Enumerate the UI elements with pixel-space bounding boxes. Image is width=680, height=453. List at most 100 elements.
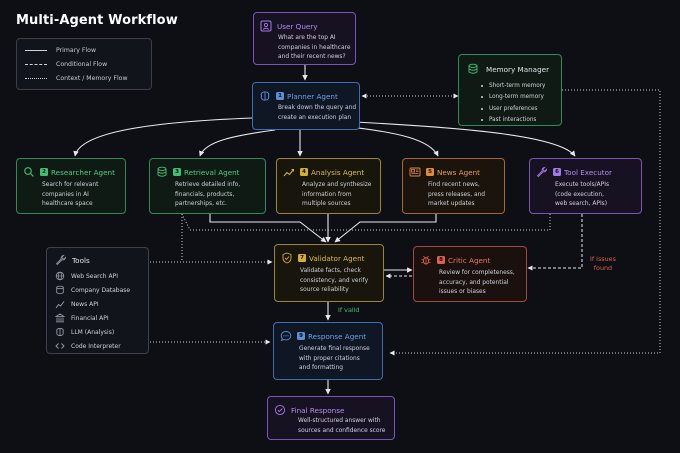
memory-item: Past interactions [481, 115, 545, 127]
step-badge: 5 [426, 168, 434, 176]
solid-line-swatch [25, 49, 47, 51]
step-badge: 4 [300, 168, 308, 176]
desc-line: consistency, and verify [300, 277, 369, 284]
validator-title: Validator Agent [309, 253, 365, 263]
if-valid-label: If valid [338, 306, 360, 314]
node-head: Final Response [274, 404, 344, 416]
node-response-agent[interactable]: 9 Response Agent Generate final response… [273, 322, 383, 380]
if-issues-line: found [593, 264, 613, 272]
node-head: Tools [55, 254, 90, 266]
node-head: 7 Validator Agent [281, 252, 364, 264]
node-validator-agent[interactable]: 7 Validator Agent Validate facts, check … [274, 244, 384, 302]
step-badge: 8 [437, 256, 445, 264]
node-news-agent[interactable]: 5 News Agent Find recent news, press rel… [402, 158, 505, 214]
tool-item-web-search[interactable]: Web Search API [55, 269, 130, 283]
desc-line: Search for relevant [42, 182, 99, 188]
dashed-line-swatch [25, 63, 47, 65]
final-desc: Well-structured answer with sources and … [298, 417, 394, 436]
node-final-response[interactable]: Final Response Well-structured answer wi… [267, 396, 395, 440]
edge-tool-context [181, 213, 551, 231]
desc-line: Break down the query and [278, 105, 357, 111]
researcher-title: Researcher Agent [51, 167, 115, 177]
desc-line: multiple sources [302, 201, 351, 208]
wrench-icon [55, 254, 67, 266]
critic-desc: Review for completeness, accuracy, and p… [439, 269, 526, 298]
database-icon [55, 285, 65, 295]
node-head: 8 Critic Agent [420, 254, 490, 266]
node-user-query[interactable]: User Query What are the top AI companies… [253, 12, 356, 65]
edge-planner-researcher [73, 117, 253, 157]
node-memory-manager[interactable]: Memory Manager Short-term memory Long-te… [458, 54, 562, 126]
researcher-desc: Search for relevant companies in AI heal… [42, 181, 125, 210]
legend-conditional: Conditional Flow [25, 59, 107, 69]
tool-label: News API [71, 300, 99, 308]
legend-primary: Primary Flow [25, 45, 96, 55]
chart-icon [55, 299, 65, 309]
news-title: News Agent [437, 167, 480, 177]
node-retrieval-agent[interactable]: 3 Retrieval Agent Retrieve detailed info… [149, 158, 266, 214]
desc-line: information from [302, 191, 352, 198]
chat-bubble-icon [280, 330, 292, 342]
tool-item-financial-api[interactable]: Financial API [55, 311, 130, 325]
tool-item-code-interpreter[interactable]: Code Interpreter [55, 339, 130, 353]
desc-line: and their recent news? [278, 54, 346, 61]
retrieval-title: Retrieval Agent [184, 167, 240, 177]
planner-title: Planner Agent [287, 91, 338, 101]
node-head: 3 Retrieval Agent [156, 166, 240, 178]
desc-line: and formatting [299, 365, 344, 372]
node-head: 4 Analysis Agent [283, 166, 364, 178]
desc-line: sources and confidence score [298, 427, 386, 434]
memory-item: Short-term memory [481, 80, 545, 92]
node-analysis-agent[interactable]: 4 Analysis Agent Analyze and synthesize … [276, 158, 381, 214]
node-head: 1 Planner Agent [259, 90, 338, 102]
node-head: 6 Tool Executor [536, 166, 612, 178]
analysis-desc: Analyze and synthesize information from … [302, 181, 380, 210]
node-head: 9 Response Agent [280, 330, 366, 342]
tool-item-llm[interactable]: LLM (Analysis) [55, 325, 130, 339]
edge-planner-retrieval [199, 129, 276, 157]
tool-label: Web Search API [71, 272, 119, 280]
retrieval-desc: Retrieve detailed info, financials, prod… [175, 181, 265, 210]
node-head: 2 Researcher Agent [23, 166, 115, 178]
wrench-icon [536, 166, 548, 178]
step-badge: 2 [40, 168, 48, 176]
node-head: Memory Manager [467, 63, 549, 75]
desc-line: Well-structured answer with [298, 418, 381, 424]
node-planner-agent[interactable]: 1 Planner Agent Break down the query and… [252, 82, 360, 130]
code-icon [55, 341, 65, 351]
legend-context: Context / Memory Flow [25, 73, 128, 83]
analysis-title: Analysis Agent [311, 167, 365, 177]
tool-item-company-db[interactable]: Company Database [55, 283, 130, 297]
if-issues-label: If issues found [590, 255, 616, 273]
dotted-line-swatch [25, 77, 47, 79]
step-badge: 7 [298, 254, 306, 262]
bug-icon [420, 254, 432, 266]
desc-line: Review for completeness, [439, 270, 515, 276]
legend-conditional-label: Conditional Flow [56, 60, 108, 68]
desc-line: web search, APIs) [555, 201, 608, 208]
tool-label: LLM (Analysis) [71, 328, 115, 336]
edge-retrieval-validator [209, 214, 327, 243]
trend-chart-icon [283, 166, 295, 178]
user-query-desc: What are the top AI companies in healthc… [278, 34, 355, 63]
tool-item-news-api[interactable]: News API [55, 297, 130, 311]
node-critic-agent[interactable]: 8 Critic Agent Review for completeness, … [413, 246, 527, 302]
shield-icon [281, 252, 293, 264]
brain-icon [259, 90, 271, 102]
node-researcher-agent[interactable]: 2 Researcher Agent Search for relevant c… [16, 158, 126, 214]
node-tool-executor[interactable]: 6 Tool Executor Execute tools/APIs (code… [529, 158, 642, 214]
desc-line: Validate facts, check [300, 268, 361, 274]
desc-line: issues or biases [439, 289, 486, 296]
desc-line: accuracy, and potential [439, 279, 509, 286]
desc-line: Analyze and synthesize [302, 182, 372, 188]
desc-line: financials, products, [175, 191, 235, 198]
memory-list: Short-term memory Long-term memory User … [481, 80, 545, 126]
diagram-title: Multi-Agent Workflow [16, 13, 178, 28]
step-badge: 6 [553, 168, 561, 176]
legend: Primary Flow Conditional Flow Context / … [16, 38, 152, 90]
final-title: Final Response [291, 405, 345, 415]
desc-line: companies in healthcare [278, 44, 351, 51]
desc-line: (code execution, [555, 191, 604, 198]
tool-executor-desc: Execute tools/APIs (code execution, web … [555, 181, 641, 210]
